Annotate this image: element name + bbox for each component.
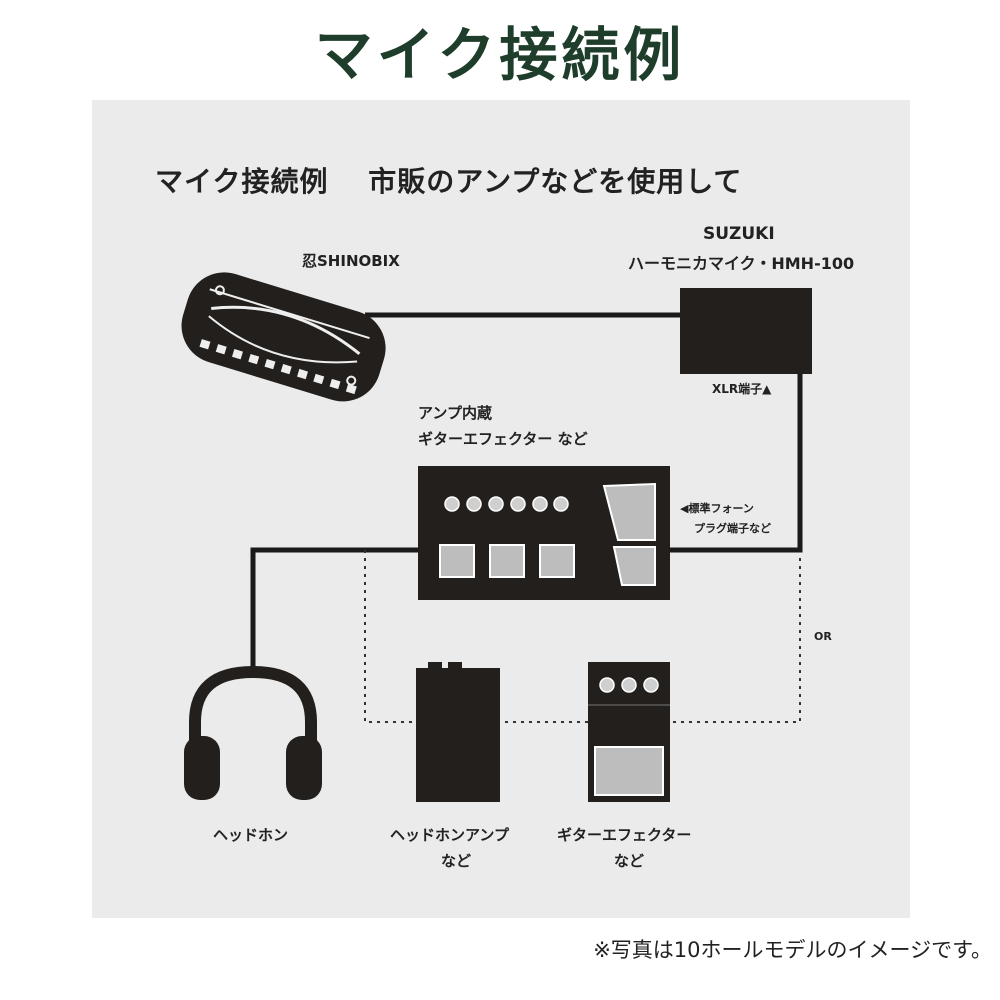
harmonica-label: 忍SHINOBIX — [302, 252, 400, 270]
mic-model-label: ハーモニカマイク・HMH-100 — [628, 254, 855, 273]
cable-effector-to-headphones — [250, 547, 418, 672]
headphone-amp-label-1: ヘッドホンアンプ — [390, 826, 509, 844]
effector-label-2: ギターエフェクター など — [418, 430, 588, 448]
guitar-effector-pedal — [588, 662, 670, 802]
mic-brand-label: SUZUKI — [703, 224, 775, 244]
phone-jack-label-2: プラグ端子など — [694, 522, 771, 535]
alt-dotted-line — [364, 550, 801, 723]
harmonica-image — [181, 272, 386, 402]
amp-effector-device — [418, 466, 670, 600]
phone-jack-label-1: ◀標準フォーン — [680, 502, 754, 515]
guitar-effector-label-1: ギターエフェクター — [557, 826, 692, 844]
xlr-label: XLR端子▲ — [712, 382, 772, 396]
panel-heading: マイク接続例 市販のアンプなどを使用して — [155, 165, 743, 198]
guitar-effector-label-2: など — [614, 852, 645, 870]
or-label: OR — [814, 630, 832, 643]
mic-box — [680, 288, 812, 374]
footnote: ※写真は10ホールモデルのイメージです。 — [593, 938, 992, 962]
headphone-amp-device — [416, 662, 500, 802]
headphones-icon — [184, 665, 322, 800]
headphone-amp-label-2: など — [441, 852, 472, 870]
headphones-label: ヘッドホン — [213, 826, 289, 844]
cables — [250, 312, 803, 672]
cable-mic-to-effector — [670, 370, 803, 553]
effector-label-1: アンプ内蔵 — [418, 404, 492, 422]
page-title: マイク接続例 — [314, 21, 686, 89]
